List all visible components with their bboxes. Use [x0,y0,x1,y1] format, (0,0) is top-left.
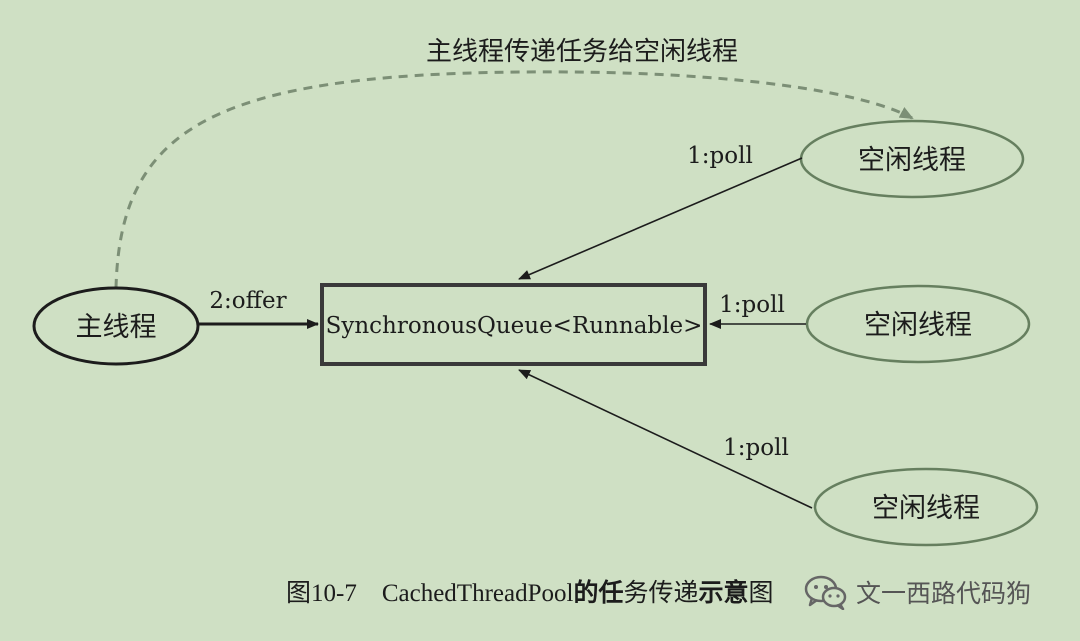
caption-figure-number: 图10-7 [286,580,357,607]
synchronous-queue-box [320,283,707,366]
idle-thread-label-2: 空闲线程 [864,310,972,341]
caption-shiyi: 示意 [698,580,749,607]
caption-class-name: CachedThreadPool [381,580,574,607]
top-label: 主线程传递任务给空闲线程 [426,37,738,67]
poll-label-1: 1:poll [687,143,753,169]
idle-thread-node-3 [813,467,1039,547]
idle-thread-label-3: 空闲线程 [872,493,980,524]
wechat-icon [804,575,847,610]
idle-thread-node-2 [805,284,1031,364]
caption-de: 的 [573,580,599,607]
poll-arrow-3 [518,369,813,509]
queue-label: SynchronousQueue<Runnable> [326,313,703,339]
figure-caption: 图10-7 CachedThreadPool的任务传递示意图 [286,573,774,609]
watermark-text: 文一西路代码狗 [856,579,1032,608]
caption-tu: 图 [748,580,774,607]
poll-label-2: 1:poll [719,292,785,318]
handoff-dashed-arrow [114,70,914,289]
main-thread-node [32,286,200,366]
offer-label: 2:offer [209,288,286,314]
poll-label-3: 1:poll [723,435,789,461]
caption-ren: 任 [598,580,624,607]
poll-arrow-1 [518,157,803,280]
watermark: 文一西路代码狗 [804,572,1031,612]
main-thread-label: 主线程 [76,312,157,343]
idle-thread-label-1: 空闲线程 [858,145,966,176]
caption-wuchuandi: 务传递 [623,580,699,607]
